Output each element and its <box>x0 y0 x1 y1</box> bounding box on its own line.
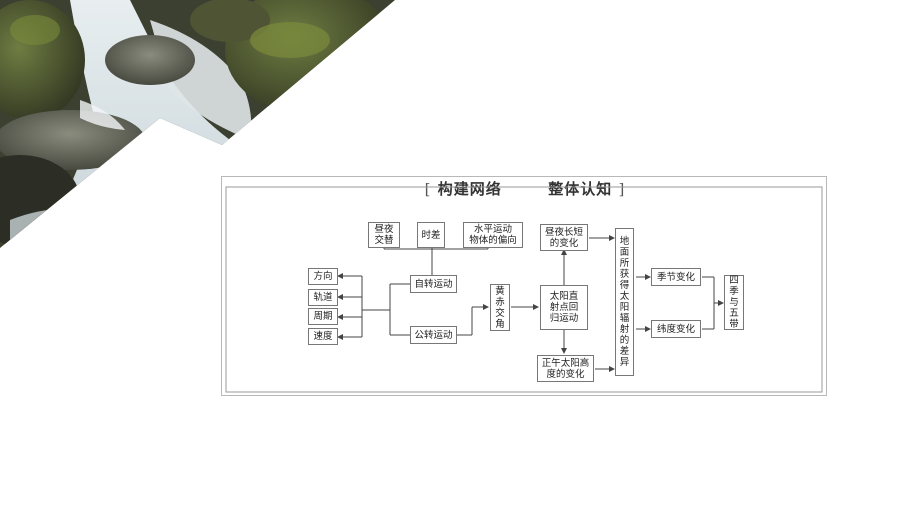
diagram-connectors <box>225 186 823 393</box>
node-direction: 方向 <box>308 268 338 285</box>
node-subsolar-point-migration: 太阳直 射点回 归运动 <box>540 285 588 330</box>
node-obliquity-angle: 黄 赤 交 角 <box>490 284 510 331</box>
waterfall-photo <box>0 0 395 248</box>
node-revolution: 公转运动 <box>410 326 457 344</box>
knowledge-network-figure: [ 构建网络 整体认知 ] <box>221 176 827 396</box>
figure-title: [ 构建网络 整体认知 ] <box>222 179 828 199</box>
title-right: 整体认知 <box>548 180 613 198</box>
node-orbit: 轨道 <box>308 289 338 306</box>
node-time-difference: 时差 <box>417 222 445 248</box>
node-speed: 速度 <box>308 328 338 345</box>
title-close-bracket: ] <box>618 180 626 198</box>
node-solar-radiation-difference: 地 面 所 获 得 太 阳 辐 射 的 差 异 <box>615 228 634 376</box>
node-period: 周期 <box>308 308 338 325</box>
title-open-bracket: [ <box>424 180 432 198</box>
node-latitudinal-change: 纬度变化 <box>651 320 701 338</box>
node-seasonal-change: 季节变化 <box>651 268 701 286</box>
node-rotation: 自转运动 <box>410 275 457 293</box>
node-day-length-change: 昼夜长短 的变化 <box>540 224 588 251</box>
node-noon-sun-altitude-change: 正午太阳高 度的变化 <box>537 355 594 382</box>
title-left: 构建网络 <box>437 180 502 198</box>
node-horizontal-deflection: 水平运动 物体的偏向 <box>463 222 523 248</box>
node-day-night-alternation: 昼夜 交替 <box>368 222 400 248</box>
node-four-seasons-five-zones: 四 季 与 五 带 <box>724 275 744 330</box>
